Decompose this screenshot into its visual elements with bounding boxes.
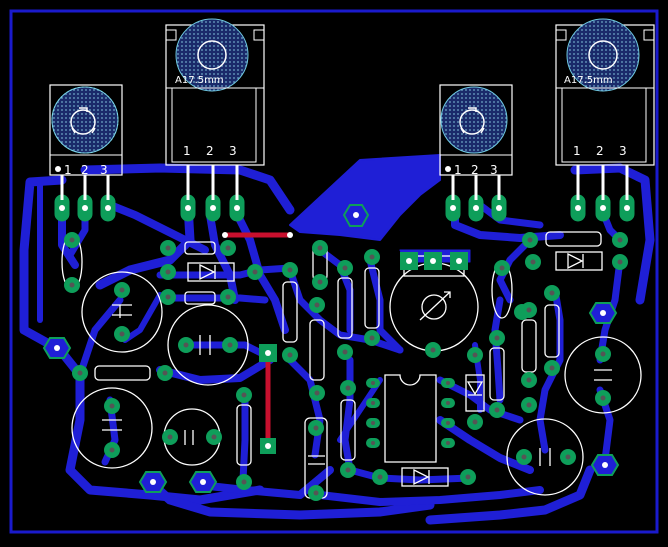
copper-layer — [19, 154, 655, 525]
capacitor-c2 — [167, 304, 249, 386]
reg2-label: A17.5mm — [175, 75, 224, 86]
reg2-pin3-label: 3 — [229, 144, 237, 158]
reg2-pin2-label: 2 — [206, 144, 214, 158]
reg3-pin3-label: 3 — [490, 163, 498, 177]
reg3-pin2-label: 2 — [471, 163, 479, 177]
reg3-pin1-label: 1 — [454, 163, 462, 177]
reg4-pin3-label: 3 — [619, 144, 627, 158]
capacitor-c1 — [81, 271, 163, 353]
regulator-1[interactable]: 1 2 3 — [49, 84, 123, 177]
capacitor-c3 — [71, 387, 153, 469]
regulator-3[interactable]: 1 2 3 — [439, 84, 513, 177]
reg4-pin2-label: 2 — [596, 144, 604, 158]
reg4-pin1-label: 1 — [573, 144, 581, 158]
pad-layer — [42, 165, 635, 501]
reg4-label: A17.5mm — [564, 75, 613, 86]
reg2-pin1-label: 1 — [183, 144, 191, 158]
reg1-pin3-label: 3 — [100, 163, 108, 177]
capacitor-c6 — [564, 336, 642, 414]
top-copper-layer — [222, 232, 293, 448]
regulator-2[interactable]: A17.5mm 1 2 3 — [165, 18, 265, 166]
reg1-pin1-label: 1 — [64, 163, 72, 177]
regulator-4[interactable]: A17.5mm 1 2 3 — [555, 18, 655, 166]
board-outline — [9, 9, 659, 534]
reg1-pin2-label: 2 — [81, 163, 89, 177]
capacitor-c5 — [506, 418, 584, 496]
